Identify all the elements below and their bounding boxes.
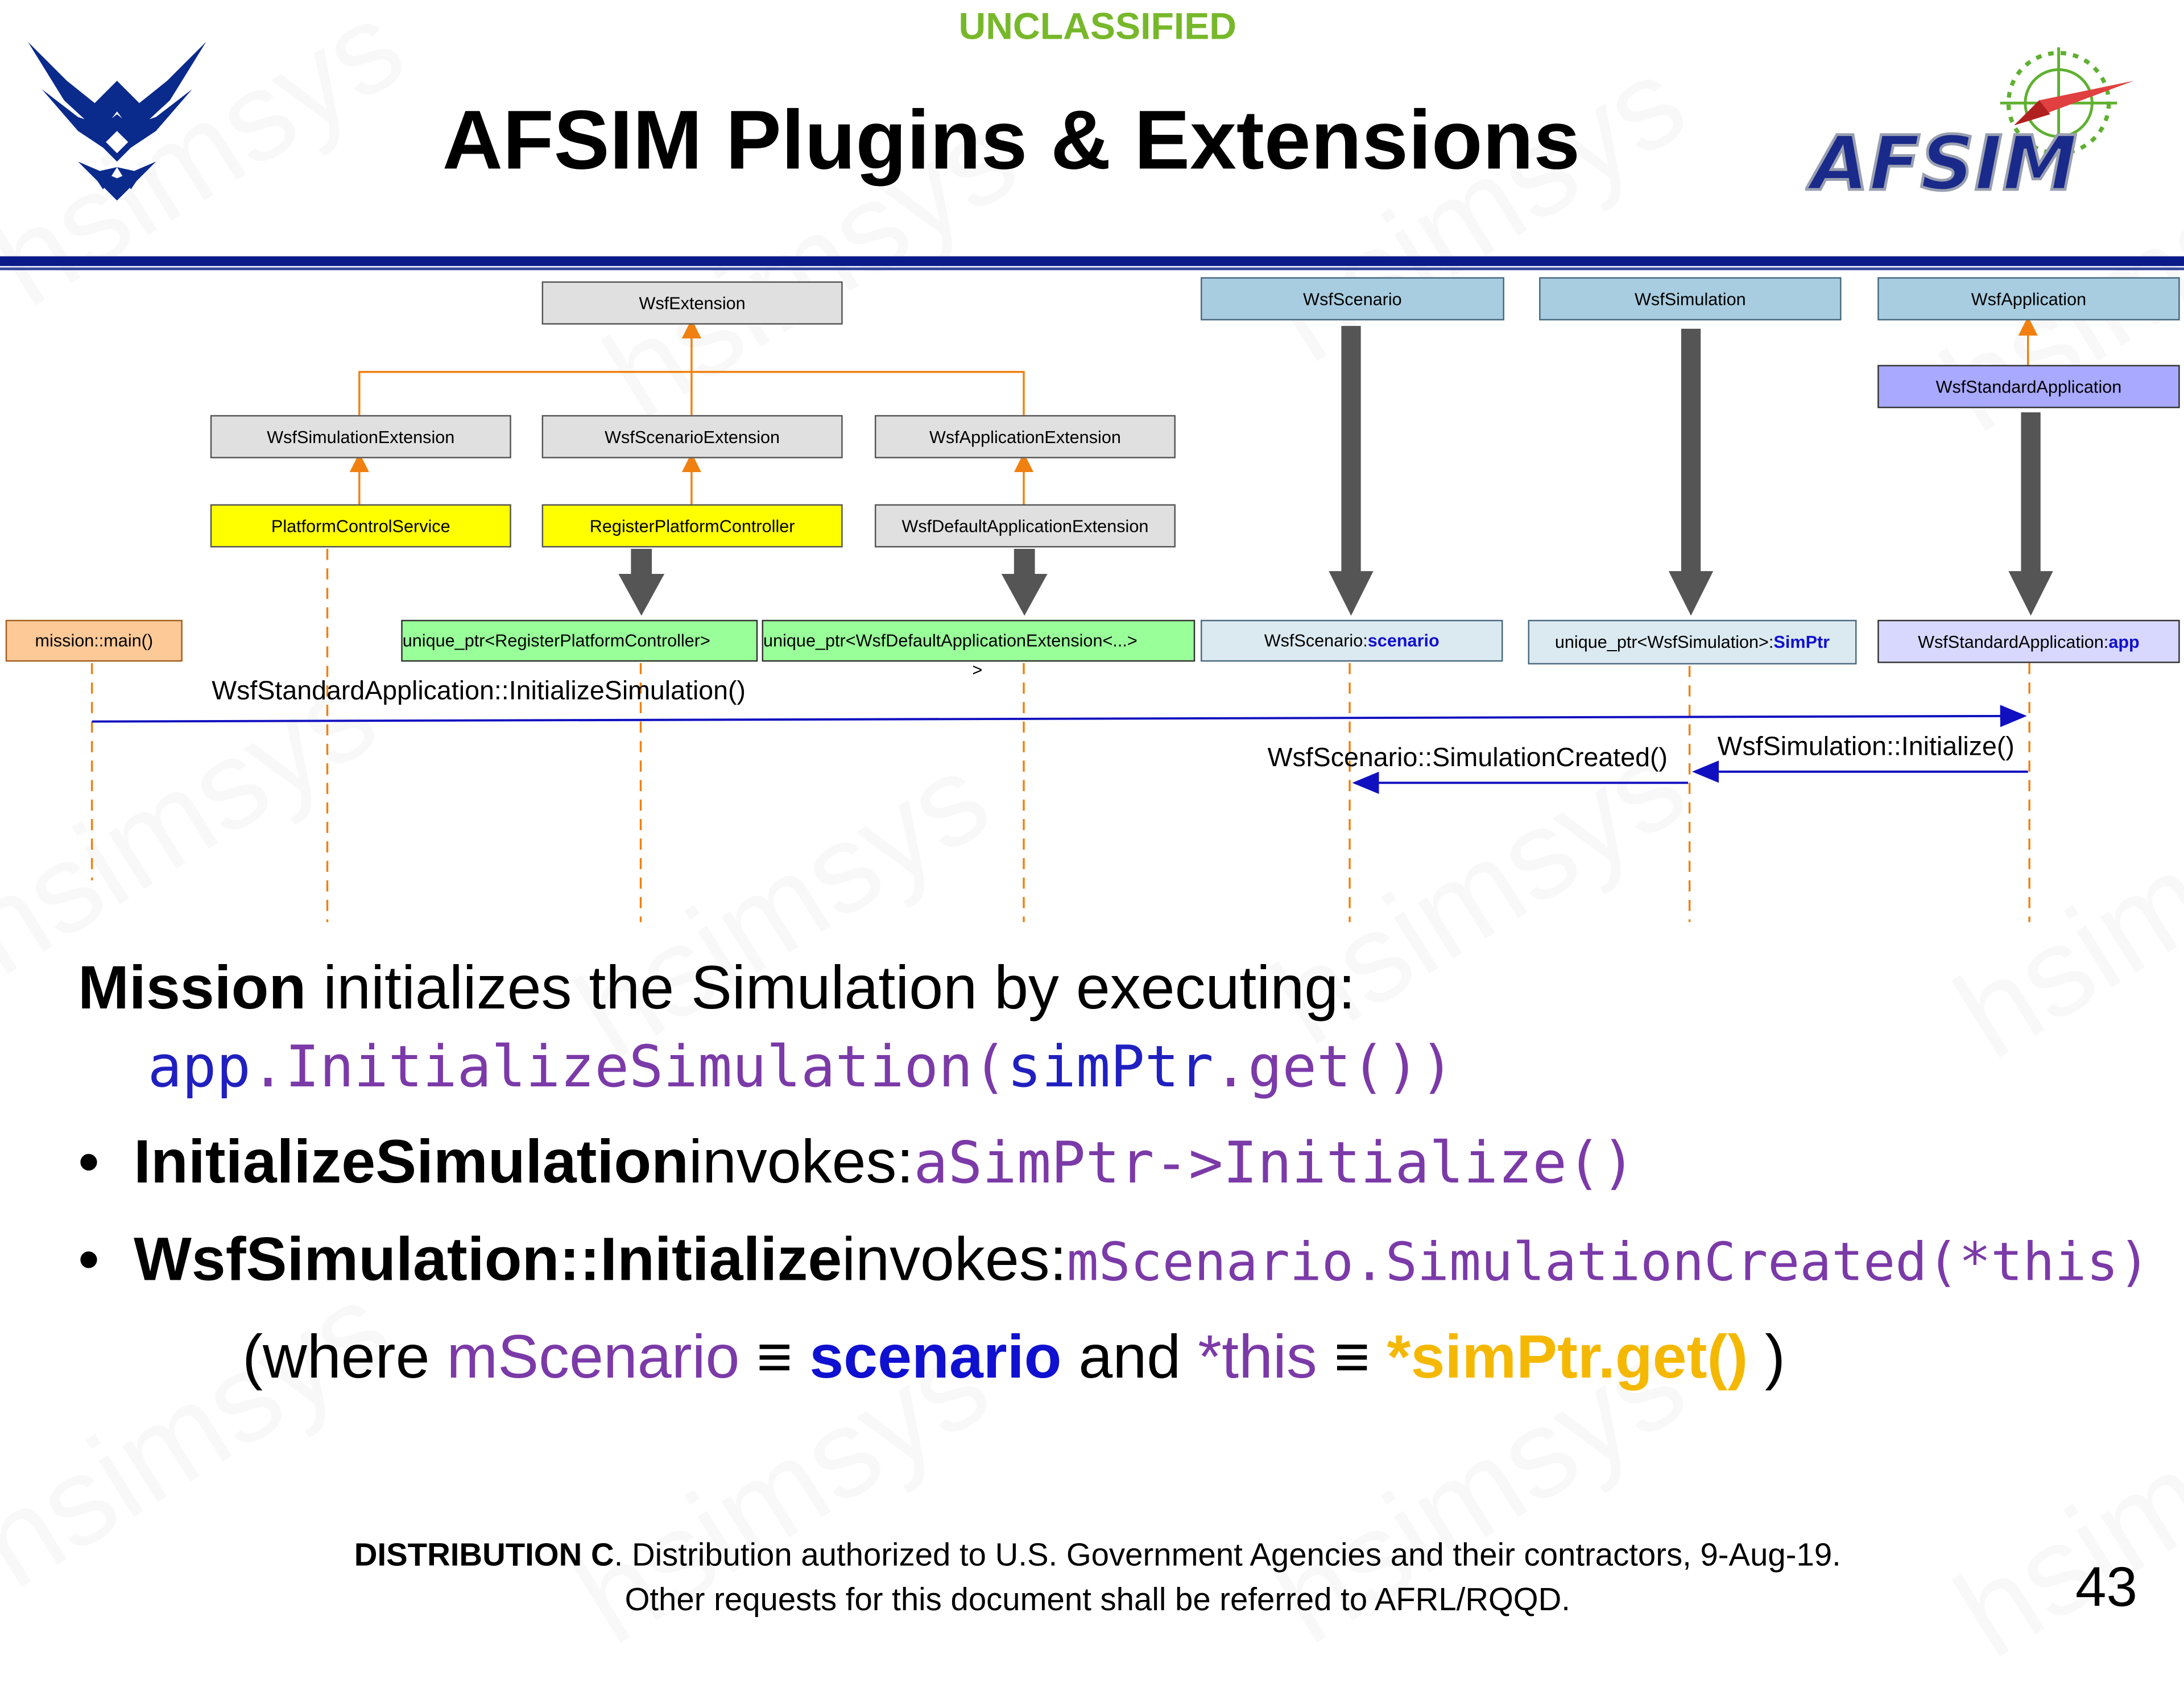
bullet1-bold: InitializeSimulation bbox=[134, 1128, 689, 1197]
code-simptr: simPtr bbox=[1007, 1033, 1214, 1101]
bullet2-code: mScenario.SimulationCreated(*this) bbox=[1066, 1231, 2150, 1293]
message-initialize-simulation-label: WsfStandardApplication::InitializeSimula… bbox=[212, 677, 746, 706]
distribution-line-2: Other requests for this document shall b… bbox=[624, 1581, 1570, 1618]
where-simptr: *simPtr.get() bbox=[1387, 1323, 1748, 1392]
where-mscenario: mScenario bbox=[446, 1323, 740, 1392]
application-instance-name: app bbox=[2108, 631, 2140, 651]
page-title: AFSIM Plugins & Extensions bbox=[442, 93, 1581, 187]
simulation-instance-name: SimPtr bbox=[1773, 632, 1830, 652]
distribution-statement: DISTRIBUTION C. Distribution authorized … bbox=[0, 1532, 2184, 1622]
where-clause: (where mScenario ≡ scenario and *this ≡ … bbox=[242, 1324, 1785, 1393]
header-divider-thin bbox=[0, 267, 2184, 271]
wsf-standard-application-class-box: WsfStandardApplication bbox=[1877, 365, 2180, 408]
message-simulation-initialize-label: WsfSimulation::Initialize() bbox=[1717, 733, 2015, 762]
code-app: app bbox=[147, 1033, 251, 1101]
scenario-instance-name: scenario bbox=[1367, 631, 1440, 651]
where-equiv1: ≡ bbox=[739, 1323, 810, 1392]
where-scenario: scenario bbox=[809, 1323, 1062, 1392]
page-number: 43 bbox=[2075, 1557, 2137, 1619]
unique-ptr-register-controller-box: unique_ptr<RegisterPlatformController> bbox=[401, 619, 758, 662]
sequence-diagram-lines bbox=[90, 316, 2053, 923]
bullet-initialize-simulation: • InitializeSimulation invokes: aSimPtr-… bbox=[78, 1128, 1636, 1198]
distribution-line-1: DISTRIBUTION C. Distribution authorized … bbox=[0, 1532, 2184, 1577]
where-and: and bbox=[1061, 1323, 1198, 1392]
wsf-application-class-box: WsfApplication bbox=[1877, 277, 2180, 321]
distribution-line-1-rest: . Distribution authorized to U.S. Govern… bbox=[614, 1536, 1841, 1573]
wsf-application-extension-box: WsfApplicationExtension bbox=[874, 415, 1176, 458]
where-this: *this bbox=[1198, 1323, 1317, 1392]
bullet-dot: • bbox=[78, 1128, 100, 1197]
bullet2-text: invokes: bbox=[842, 1226, 1067, 1295]
application-instance-type: WsfStandardApplication: bbox=[1918, 631, 2109, 651]
bullet2-bold: WsfSimulation::Initialize bbox=[134, 1226, 842, 1295]
afsim-logo-icon: AFSIM bbox=[1805, 47, 2134, 209]
wsf-extension-box: WsfExtension bbox=[541, 281, 843, 325]
mission-bold: Mission bbox=[78, 954, 307, 1023]
header-divider bbox=[0, 256, 2184, 266]
bullet1-text: invokes: bbox=[689, 1128, 914, 1197]
where-open: (where bbox=[242, 1323, 447, 1392]
mission-main-box: mission::main() bbox=[5, 619, 183, 662]
register-platform-controller-box: RegisterPlatformController bbox=[541, 504, 843, 548]
wsf-scenario-extension-box: WsfScenarioExtension bbox=[541, 415, 843, 458]
classification-banner: UNCLASSIFIED bbox=[958, 5, 1237, 48]
code-mid: .InitializeSimulation( bbox=[250, 1033, 1007, 1101]
unique-ptr-default-extension-box: unique_ptr<WsfDefaultApplicationExtensio… bbox=[762, 619, 1196, 662]
wsf-scenario-instance-box: WsfScenario: scenario bbox=[1201, 619, 1503, 662]
code-end: .get()) bbox=[1213, 1033, 1454, 1101]
platform-control-service-box: PlatformControlService bbox=[210, 504, 511, 548]
bullet1-code: aSimPtr->Initialize() bbox=[913, 1130, 1636, 1197]
where-equiv2: ≡ bbox=[1317, 1323, 1387, 1392]
wsf-default-application-extension-box: WsfDefaultApplicationExtension bbox=[874, 504, 1176, 548]
wsf-simulation-class-box: WsfSimulation bbox=[1539, 277, 1842, 321]
scenario-instance-type: WsfScenario: bbox=[1264, 631, 1368, 651]
distribution-bold: DISTRIBUTION C bbox=[354, 1536, 614, 1573]
initialize-simulation-code: app.InitializeSimulation(simPtr.get()) bbox=[148, 1033, 1454, 1101]
mission-description: Mission initializes the Simulation by ex… bbox=[78, 954, 1355, 1024]
wsf-simulation-extension-box: WsfSimulationExtension bbox=[210, 415, 511, 458]
afsim-logo-text: AFSIM bbox=[1806, 120, 2078, 208]
bullet-dot: • bbox=[78, 1226, 100, 1295]
message-simulation-created-label: WsfScenario::SimulationCreated() bbox=[1267, 743, 1668, 774]
where-close: ) bbox=[1748, 1323, 1786, 1392]
air-force-logo-icon bbox=[27, 42, 206, 201]
unique-ptr-default-extension-wrap: > bbox=[972, 660, 983, 680]
wsf-standard-application-instance-box: WsfStandardApplication: app bbox=[1877, 619, 2180, 663]
wsf-simulation-instance-box: unique_ptr<WsfSimulation>: SimPtr bbox=[1528, 619, 1857, 665]
mission-rest: initializes the Simulation by executing: bbox=[306, 954, 1356, 1023]
bullet-wsf-simulation-initialize: • WsfSimulation::Initialize invokes: mSc… bbox=[78, 1226, 2150, 1295]
wsf-scenario-class-box: WsfScenario bbox=[1201, 277, 1504, 321]
simulation-instance-type: unique_ptr<WsfSimulation>: bbox=[1554, 632, 1774, 652]
